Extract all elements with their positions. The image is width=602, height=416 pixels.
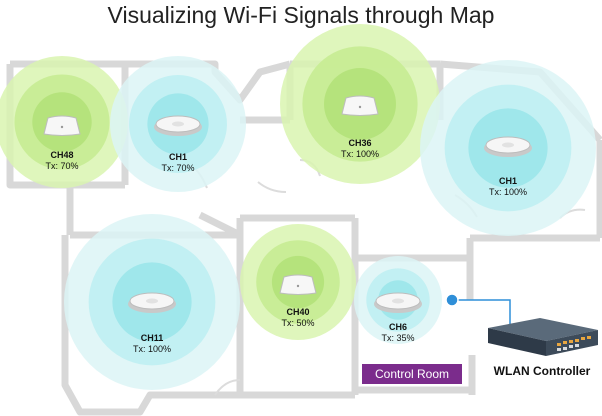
channel-label: CH1	[498, 176, 517, 186]
channel-label: CH48	[50, 150, 74, 160]
channel-label: CH1	[168, 152, 187, 162]
device-layer	[43, 95, 532, 313]
tx-power-label: Tx: 100%	[340, 149, 380, 159]
diagram-title: Visualizing Wi-Fi Signals through Map	[107, 2, 495, 28]
round-access-point-icon	[128, 292, 176, 313]
tx-power-label: Tx: 70%	[161, 163, 195, 173]
rectangular-access-point-icon	[43, 115, 81, 136]
control-room-label: Control Room	[362, 364, 462, 384]
wlan-controller-label: WLAN Controller	[493, 364, 591, 378]
tx-power-label: Tx: 50%	[281, 318, 315, 328]
controller-link	[445, 293, 511, 328]
round-access-point-icon	[154, 115, 202, 136]
round-access-point-icon	[484, 136, 532, 157]
channel-label: CH11	[140, 333, 164, 343]
rectangular-access-point-icon	[279, 274, 317, 295]
link-node-icon	[445, 293, 459, 307]
tx-power-label: Tx: 100%	[488, 187, 528, 197]
rectangular-access-point-icon	[341, 95, 379, 116]
round-access-point-icon	[374, 292, 422, 313]
channel-label: CH6	[388, 322, 407, 332]
tx-power-label: Tx: 100%	[132, 344, 172, 354]
network-switch-icon	[488, 318, 598, 356]
tx-power-label: Tx: 35%	[381, 333, 415, 343]
channel-label: CH40	[286, 307, 310, 317]
tx-power-label: Tx: 70%	[45, 161, 79, 171]
channel-label: CH36	[348, 138, 372, 148]
